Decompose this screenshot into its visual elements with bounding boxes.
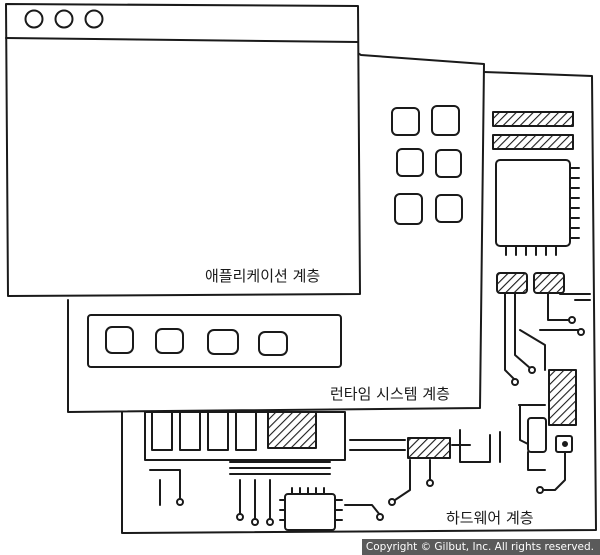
runtime-slot [155, 328, 184, 354]
solder-pad [511, 378, 519, 386]
copyright-text: Copyright © Gilbut, Inc. All rights rese… [365, 541, 594, 553]
solder-pad [568, 316, 576, 324]
window-control-icon [54, 9, 74, 29]
solder-pad [236, 513, 244, 521]
capacitor [527, 417, 547, 453]
cpu-chip [284, 493, 336, 531]
circuit-trace [149, 469, 271, 521]
application-layer: 애플리케이션 계층 [5, 3, 361, 297]
runtime-tile [396, 148, 424, 177]
solder-pad [562, 441, 568, 447]
solder-pad [528, 366, 536, 374]
circuit-trace [518, 404, 546, 446]
runtime-layer-label: 런타임 시스템 계층 [330, 385, 450, 403]
hatched-component [496, 272, 528, 294]
hatched-component [533, 272, 565, 294]
hatched-component [267, 411, 317, 449]
runtime-tile [394, 193, 423, 225]
solder-pad [251, 518, 259, 526]
solder-pad [266, 518, 274, 526]
solder-pad [388, 498, 396, 506]
application-layer-label: 애플리케이션 계층 [205, 267, 320, 285]
hatched-bar [492, 111, 574, 127]
runtime-slot [105, 326, 134, 354]
runtime-tile [391, 107, 420, 136]
runtime-slot [258, 331, 288, 356]
window-control-icon [24, 9, 44, 29]
runtime-slot [207, 329, 239, 355]
solder-pad [426, 479, 434, 487]
runtime-tile [435, 194, 463, 223]
window-control-icon [84, 9, 104, 29]
window-titlebar-divider [5, 37, 359, 43]
circuit-trace [504, 293, 591, 381]
chip-pins [505, 167, 580, 256]
main-chip [495, 159, 571, 247]
memory-chip [151, 411, 173, 451]
solder-pad [577, 328, 585, 336]
solder-pad [176, 498, 184, 506]
hardware-layer-label: 하드웨어 계층 [446, 509, 534, 527]
memory-chip [235, 411, 257, 451]
circuit-trace [344, 504, 381, 516]
solder-pad [376, 513, 384, 521]
circuit-trace [229, 461, 331, 475]
hatched-component [548, 369, 577, 426]
solder-pad [536, 486, 544, 494]
runtime-tile [435, 149, 462, 178]
circuit-trace [527, 451, 566, 491]
memory-chip [207, 411, 229, 451]
hatched-bar [492, 134, 574, 150]
application-window [5, 3, 361, 297]
copyright-bar: Copyright © Gilbut, Inc. All rights rese… [362, 539, 600, 555]
runtime-tile [431, 105, 460, 136]
memory-chip [179, 411, 201, 451]
chip-pins [279, 487, 343, 521]
hatched-component [407, 437, 451, 459]
circuit-trace [349, 429, 491, 463]
circuit-trace [394, 459, 431, 501]
